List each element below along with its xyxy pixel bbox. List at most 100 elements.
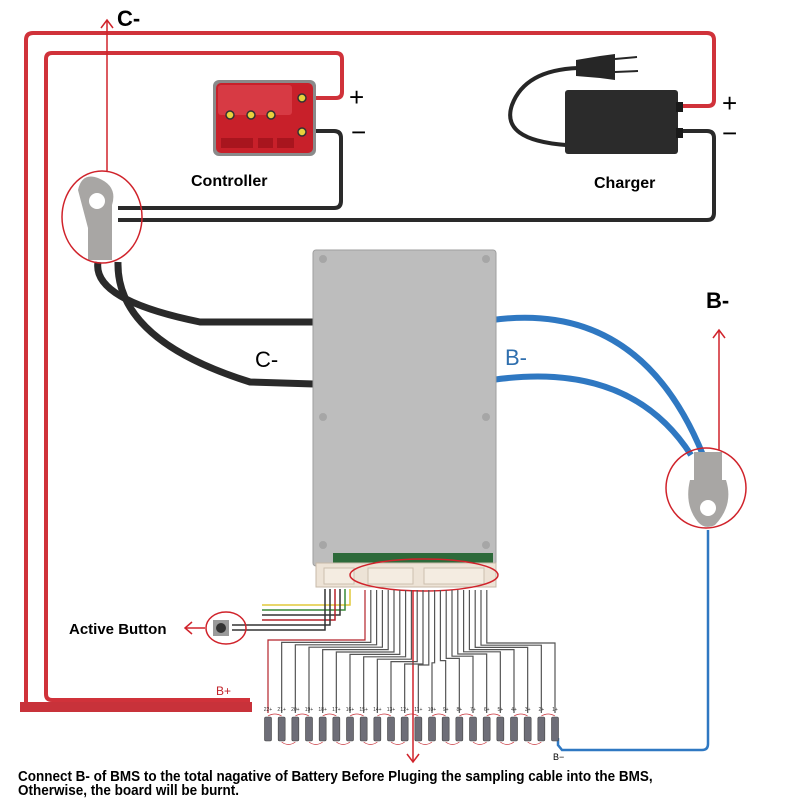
cell-link <box>308 741 323 745</box>
sampling-wire <box>349 590 401 713</box>
sampling-wire <box>335 590 395 713</box>
label-plus-charger: + <box>722 88 738 118</box>
cell-label: 13+ <box>387 707 396 713</box>
cell-link <box>390 741 405 745</box>
battery-cell <box>318 716 327 742</box>
battery-cell <box>441 716 450 742</box>
cell-label: 3+ <box>525 707 531 713</box>
sampling-wire <box>486 590 556 713</box>
battery-cell <box>455 716 464 742</box>
cell-link <box>363 741 378 745</box>
cell-link <box>322 713 337 717</box>
sampling-wire <box>322 590 389 713</box>
warning-line-1: Connect B- of BMS to the total nagative … <box>18 769 653 785</box>
cell-link <box>541 713 556 717</box>
sampling-wire <box>451 590 474 713</box>
wire-cminus-charger <box>118 129 716 222</box>
cell-link <box>295 713 310 717</box>
cell-label: 10+ <box>428 707 437 713</box>
cell-link <box>472 741 487 745</box>
cell-link <box>459 713 474 717</box>
cell-label: 18+ <box>318 707 327 713</box>
label-controller: Controller <box>191 173 268 190</box>
cell-label: 21+ <box>277 707 286 713</box>
cell-label: 14+ <box>373 707 382 713</box>
sampling-wire <box>281 590 372 713</box>
battery-cell <box>400 716 409 742</box>
battery-cell <box>277 716 286 742</box>
battery-cell <box>373 716 382 742</box>
label-b-minus-bottom: B− <box>553 752 565 762</box>
battery-cell <box>387 716 395 742</box>
cell-link <box>349 713 364 717</box>
label-c-minus-top: C- <box>117 6 141 31</box>
sampling-wire <box>308 590 383 713</box>
cell-label: 11+ <box>414 707 422 713</box>
cell-label: 19+ <box>305 707 314 713</box>
cell-label: 4+ <box>511 707 517 713</box>
cell-link <box>418 741 433 745</box>
battery-cell <box>428 716 436 742</box>
cell-link <box>486 713 501 717</box>
battery-cell <box>551 716 559 742</box>
sampling-wire <box>480 590 542 713</box>
cell-label: 15+ <box>359 707 368 713</box>
charger <box>508 54 683 154</box>
battery-cell <box>537 716 546 742</box>
cell-label: 7+ <box>470 707 476 713</box>
label-b-plus: B+ <box>216 684 232 698</box>
sampling-wire <box>431 590 436 713</box>
sampling-wire <box>445 590 460 713</box>
wire-cminus-controller <box>118 129 343 210</box>
controller <box>213 80 316 156</box>
sampling-wire <box>376 590 412 713</box>
battery-cell <box>510 716 518 742</box>
cell-sampling-wires: 22+21+20+19+18+17+16+15+14+13+12+11+10+9… <box>264 590 559 745</box>
sampling-wire <box>363 590 407 713</box>
cell-link <box>404 713 419 717</box>
label-active-button: Active Button <box>69 621 167 638</box>
sampling-wire <box>439 590 447 713</box>
cell-link <box>336 741 351 745</box>
label-charger: Charger <box>594 175 656 192</box>
cell-label: 8+ <box>456 707 462 713</box>
bms-board <box>312 249 499 764</box>
cell-link <box>445 741 460 745</box>
label-minus-charger: − <box>722 118 738 148</box>
cell-link <box>513 713 528 717</box>
cell-link <box>500 741 515 745</box>
active-button[interactable] <box>183 589 351 645</box>
battery-cell <box>291 716 300 742</box>
cell-label: 9+ <box>443 707 449 713</box>
cell-label: 5+ <box>497 707 503 713</box>
sampling-wire <box>390 590 418 713</box>
cell-link <box>527 741 542 745</box>
battery-cell <box>264 716 272 742</box>
cell-label: 2+ <box>538 707 544 713</box>
battery-cell <box>523 716 532 742</box>
cell-label: 1+ <box>552 707 558 713</box>
sampling-wire <box>404 590 424 713</box>
label-b-minus-wire: B- <box>505 345 527 370</box>
cell-link <box>281 741 296 745</box>
warning-note: Connect B- of BMS to the total nagative … <box>18 769 653 799</box>
sampling-wire <box>417 590 430 713</box>
battery-cell <box>332 716 341 742</box>
cell-label: 16+ <box>346 707 355 713</box>
battery-cell <box>346 716 354 742</box>
label-b-minus-right: B- <box>706 288 730 313</box>
label-minus-controller: − <box>351 117 367 147</box>
cell-label: 6+ <box>484 707 490 713</box>
cell-label: 20+ <box>291 707 300 713</box>
battery-cell <box>482 716 491 742</box>
sampling-wire <box>468 590 515 713</box>
b-minus-lug <box>491 314 747 752</box>
cell-link <box>377 713 392 717</box>
battery-cell <box>305 716 313 742</box>
cell-label: 12+ <box>400 707 409 713</box>
label-plus-controller: + <box>349 82 365 112</box>
sampling-wire <box>294 590 378 713</box>
sampling-wire <box>457 590 488 713</box>
label-c-minus-wire: C- <box>255 347 279 372</box>
